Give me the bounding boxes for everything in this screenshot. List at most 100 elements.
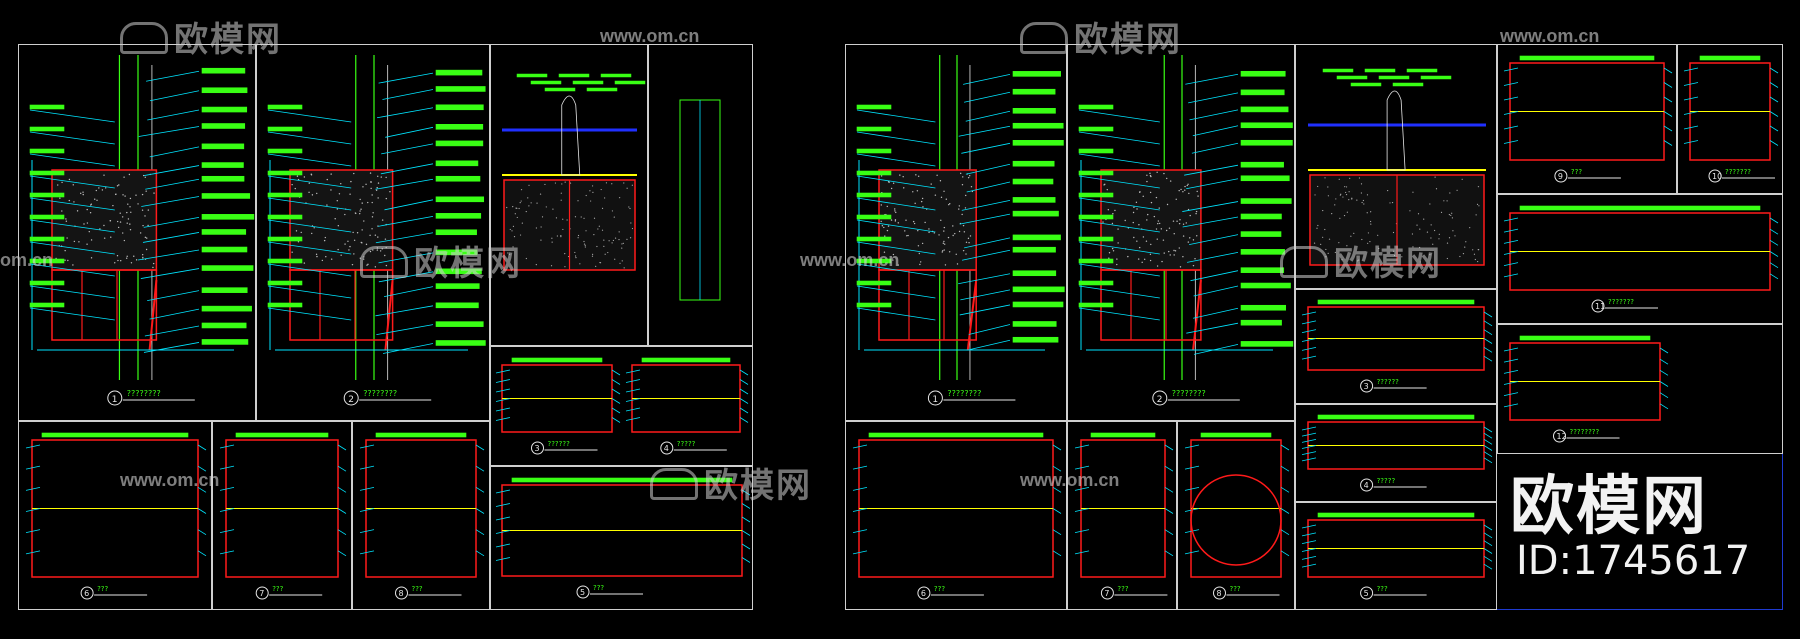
right-cell-detail-top-2 bbox=[1677, 44, 1783, 194]
concrete-speckle bbox=[101, 189, 104, 191]
finish-speckle bbox=[1331, 213, 1333, 215]
right-cell-strip-1 bbox=[1295, 289, 1497, 404]
watermark-logo-center-right: 欧模网 bbox=[1280, 236, 1442, 285]
concrete-speckle bbox=[1163, 252, 1165, 254]
finish-speckle bbox=[593, 217, 596, 219]
finish-speckle bbox=[514, 213, 516, 215]
leader-line bbox=[219, 508, 235, 512]
concrete-speckle bbox=[1147, 213, 1149, 216]
concrete-speckle bbox=[1196, 235, 1198, 237]
detail-number: 3 bbox=[1364, 382, 1369, 391]
leader-line bbox=[1483, 346, 1493, 353]
frame-brace bbox=[384, 279, 394, 351]
concrete-speckle bbox=[370, 181, 373, 183]
human-figure bbox=[561, 95, 581, 176]
concrete-speckle bbox=[359, 198, 361, 201]
annotation-text-bar bbox=[1240, 282, 1291, 289]
annotation-text-bar bbox=[1012, 234, 1061, 241]
annotation-text-bar bbox=[530, 80, 562, 85]
finish-speckle bbox=[1477, 186, 1480, 188]
concrete-speckle bbox=[1117, 242, 1119, 244]
frame-structure bbox=[51, 269, 158, 341]
detail-title: ?????? bbox=[1377, 378, 1400, 386]
finish-speckle bbox=[628, 206, 630, 208]
annotation-text-bar bbox=[201, 193, 251, 199]
leader-line bbox=[385, 126, 434, 138]
concrete-speckle bbox=[67, 259, 69, 262]
leader-line bbox=[852, 444, 868, 449]
finish-speckle bbox=[1348, 191, 1350, 193]
concrete-speckle bbox=[359, 212, 361, 215]
concrete-speckle bbox=[291, 183, 293, 186]
concrete-speckle bbox=[344, 213, 346, 216]
annotation-text-bar bbox=[29, 302, 65, 308]
annotation-text-bar bbox=[1078, 104, 1114, 110]
leader-line bbox=[1683, 96, 1699, 101]
concrete-speckle bbox=[1184, 189, 1186, 191]
concrete-speckle bbox=[374, 234, 377, 236]
detail-bubble bbox=[80, 586, 94, 600]
leader-line bbox=[197, 529, 207, 536]
concrete-speckle bbox=[1178, 247, 1180, 249]
leader-line bbox=[1503, 239, 1519, 244]
annotation-text-bar bbox=[1078, 126, 1114, 132]
leader-line bbox=[611, 388, 621, 395]
concrete-speckle bbox=[78, 241, 80, 243]
annotation-text-bar bbox=[868, 432, 1044, 438]
detail-title: ???????? bbox=[947, 389, 981, 398]
annotation-text-bar bbox=[1317, 414, 1475, 420]
leader-line bbox=[149, 146, 200, 158]
leader-line bbox=[475, 486, 485, 493]
finish-speckle bbox=[1392, 231, 1395, 234]
finish-speckle bbox=[607, 251, 609, 254]
annotation-text-bar bbox=[435, 229, 477, 236]
leader-line bbox=[1503, 381, 1519, 385]
leader-line bbox=[741, 503, 751, 509]
concrete-speckle bbox=[912, 220, 915, 223]
leader-line bbox=[964, 237, 1011, 249]
concrete-speckle bbox=[1111, 247, 1114, 250]
concrete-speckle bbox=[72, 264, 74, 266]
finish-speckle bbox=[603, 239, 605, 241]
leader-line bbox=[1187, 251, 1239, 263]
finish-speckle bbox=[592, 191, 594, 193]
concrete-speckle bbox=[83, 223, 85, 225]
concrete-speckle bbox=[962, 249, 965, 252]
leader-line bbox=[1503, 403, 1519, 408]
finish-speckle bbox=[1344, 186, 1346, 188]
finish-speckle bbox=[506, 206, 508, 209]
finish-speckle bbox=[507, 252, 509, 254]
concrete-speckle bbox=[119, 221, 122, 223]
concrete-speckle bbox=[1146, 180, 1148, 183]
detail-title: ??? bbox=[97, 585, 108, 593]
concrete-speckle bbox=[362, 186, 364, 188]
leader-line bbox=[1052, 444, 1062, 451]
leader-line bbox=[29, 175, 115, 189]
left-cell-section-2 bbox=[256, 44, 490, 421]
concrete-speckle bbox=[363, 220, 365, 222]
concrete-speckle bbox=[1169, 180, 1172, 182]
finish-speckle bbox=[1472, 249, 1474, 251]
finish-speckle bbox=[535, 264, 537, 266]
finish-speckle bbox=[1464, 246, 1466, 248]
detail-number: 4 bbox=[1364, 481, 1369, 490]
finish-speckle bbox=[564, 252, 566, 255]
leader-line bbox=[142, 232, 200, 243]
watermark-sofa-icon bbox=[360, 246, 408, 278]
finish-speckle bbox=[626, 238, 628, 240]
finish-speckle bbox=[585, 230, 587, 232]
concrete-speckle bbox=[961, 184, 964, 186]
concrete-speckle bbox=[1157, 220, 1160, 222]
detail-bubble bbox=[1360, 478, 1374, 492]
leader-line bbox=[739, 407, 749, 414]
leader-line bbox=[1483, 555, 1493, 562]
finish-speckle bbox=[579, 263, 581, 265]
concrete-speckle bbox=[98, 187, 100, 189]
concrete-speckle bbox=[1142, 195, 1144, 198]
finish-speckle bbox=[621, 243, 623, 245]
concrete-speckle bbox=[1108, 257, 1110, 259]
annotation-text-bar bbox=[1406, 68, 1438, 73]
concrete-speckle bbox=[152, 262, 155, 265]
annotation-text-bar bbox=[516, 73, 548, 78]
leader-line bbox=[495, 369, 511, 374]
